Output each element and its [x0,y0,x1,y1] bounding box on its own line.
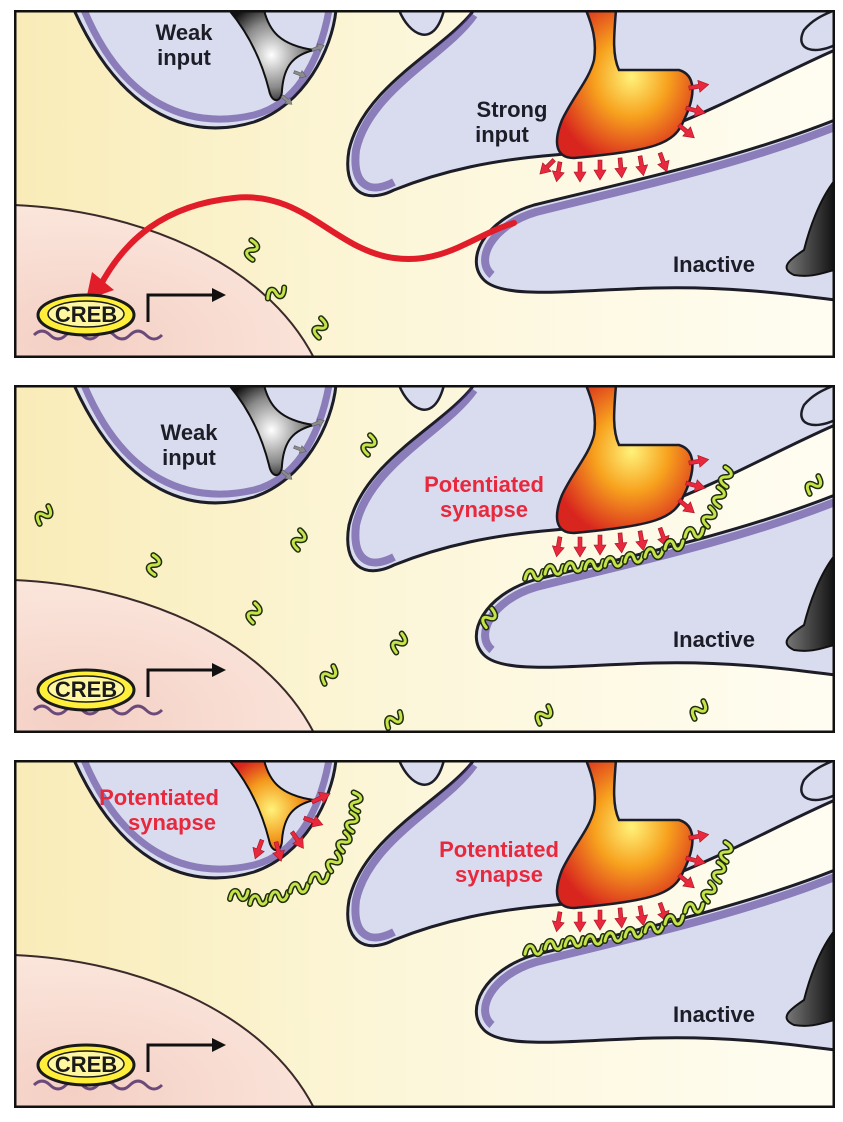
panel-both-potentiated: CREB Potentiated synapse Potentiated syn… [14,760,835,1108]
panel-2-diagram: CREB Weak input Potentiated synapse Inac… [14,385,835,733]
inactive-label: Inactive [673,1002,755,1027]
panel-3-diagram: CREB Potentiated synapse Potentiated syn… [14,760,835,1108]
strong-input-label-line1: Strong [477,97,548,122]
inactive-label: Inactive [673,627,755,652]
potentiated-synapse-right-label-line1: Potentiated [439,837,559,862]
panel-1-diagram: CREB Weak input Strong input Inactive [14,10,835,358]
panel-weak-strong-input: CREB Weak input Strong input Inactive [14,10,835,358]
potentiated-synapse-left-label-line1: Potentiated [99,785,219,810]
strong-input-label-line2: input [475,122,529,147]
potentiated-synapse-right-label-line2: synapse [455,862,543,887]
potentiated-synapse-label-line2: synapse [440,497,528,522]
creb-label: CREB [55,677,117,702]
creb-label: CREB [55,1052,117,1077]
inactive-label: Inactive [673,252,755,277]
weak-input-label-line2: input [162,445,216,470]
potentiated-synapse-left-label-line2: synapse [128,810,216,835]
weak-input-label-line1: Weak [160,420,218,445]
panel-potentiated-strong: CREB Weak input Potentiated synapse Inac… [14,385,835,733]
weak-input-label-line2: input [157,45,211,70]
weak-input-label-line1: Weak [155,20,213,45]
creb-label: CREB [55,302,117,327]
potentiated-synapse-label-line1: Potentiated [424,472,544,497]
